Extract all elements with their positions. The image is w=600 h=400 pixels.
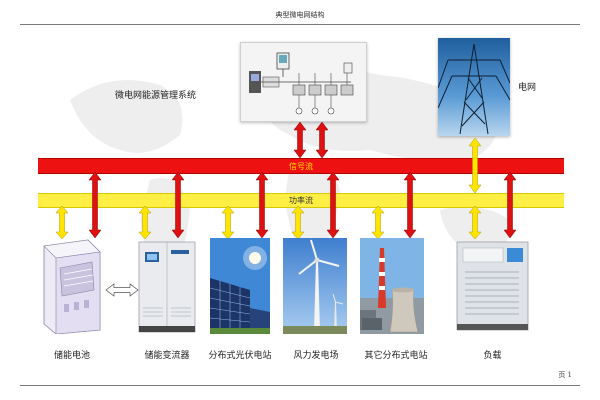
page-number: 页 1: [558, 371, 572, 379]
pv-power-arrow: [221, 205, 235, 240]
power-flow-bus: 功率流: [38, 193, 564, 208]
ems-label: 微电网能源管理系统: [115, 91, 197, 101]
load-bank-icon: [456, 241, 529, 331]
page-title: 典型微电网结构: [275, 11, 325, 19]
power-plant-icon: [360, 238, 424, 334]
storage-converter-caption: 储能变流器: [144, 351, 190, 361]
battery-converter-link-arrow: [105, 283, 139, 297]
power-flow-label: 功率流: [289, 196, 313, 205]
converter-signal-arrow: [171, 171, 185, 239]
converter-cabinet-icon: [138, 241, 196, 333]
load-image: [455, 238, 530, 334]
other-station-image: [360, 238, 424, 334]
transmission-tower-icon: [438, 38, 510, 136]
ems-signal-arrow: [293, 121, 307, 159]
wind-farm-caption: 风力发电场: [293, 351, 339, 361]
pv-signal-arrow: [255, 171, 269, 239]
load-signal-arrow: [503, 171, 517, 239]
battery-power-arrow: [55, 205, 69, 240]
battery-cabinet-icon: [43, 239, 101, 334]
solar-panel-icon: [210, 238, 270, 334]
grid-photo: [438, 38, 510, 136]
wind-farm-image: [283, 238, 347, 334]
pv-station-image: [210, 238, 270, 334]
grid-label: 电网: [518, 83, 537, 93]
storage-converter-image: [137, 238, 197, 334]
converter-power-arrow: [138, 205, 152, 240]
ems-signal-arrow-2: [315, 121, 329, 159]
storage-battery-image: [38, 238, 106, 334]
signal-flow-bus: 信号流: [38, 158, 564, 174]
wind-power-arrow: [291, 205, 305, 240]
title-divider: [20, 24, 580, 25]
footer-divider: [20, 385, 580, 386]
wind-turbine-icon: [283, 238, 347, 334]
ems-schematic-icon: [249, 52, 354, 115]
other-station-caption: 其它分布式电站: [364, 351, 428, 361]
battery-signal-arrow: [88, 171, 102, 239]
load-power-arrow: [468, 205, 482, 240]
signal-flow-label: 信号流: [289, 161, 313, 171]
ems-panel: [240, 42, 367, 122]
storage-battery-caption: 储能电池: [53, 351, 90, 361]
wind-signal-arrow: [326, 171, 340, 239]
pv-station-caption: 分布式光伏电站: [208, 351, 272, 361]
other-signal-arrow: [403, 171, 417, 239]
other-power-arrow: [371, 205, 385, 240]
load-caption: 负载: [483, 351, 502, 361]
grid-power-arrow: [468, 137, 482, 194]
